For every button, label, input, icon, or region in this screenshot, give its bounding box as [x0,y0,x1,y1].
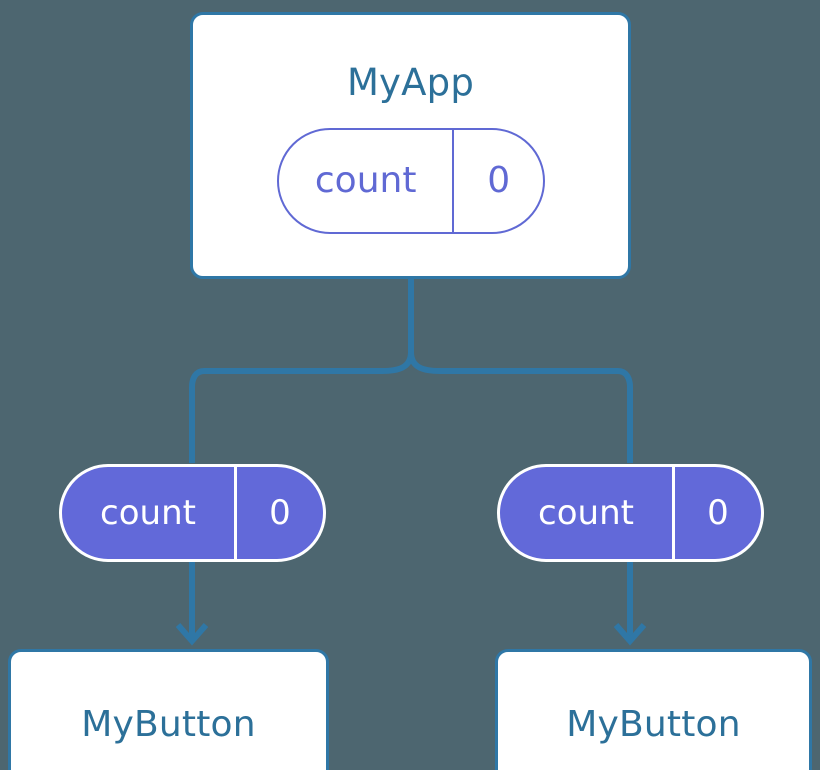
component-title-myapp: MyApp [346,61,475,104]
component-card-mybutton-right[interactable]: MyButton [495,649,812,770]
edge-split-right [408,351,633,463]
state-pill-count[interactable]: count 0 [277,128,545,234]
state-pill-key: count [314,160,417,201]
component-card-mybutton-left[interactable]: MyButton [8,649,329,770]
arrow-head-right [613,623,647,646]
edge-split-left [189,351,414,463]
props-pill-right-key: count [538,493,634,533]
props-pill-left-key: count [100,493,196,533]
props-pill-right-value: 0 [672,467,761,559]
props-pill-right[interactable]: count 0 [497,464,764,562]
props-pill-left[interactable]: count 0 [59,464,326,562]
component-title-mybutton-left: MyButton [81,704,256,745]
component-title-mybutton-right: MyButton [566,704,741,745]
arrow-head-left [175,623,209,646]
props-pill-left-value: 0 [234,467,323,559]
state-pill-value: 0 [452,130,543,232]
